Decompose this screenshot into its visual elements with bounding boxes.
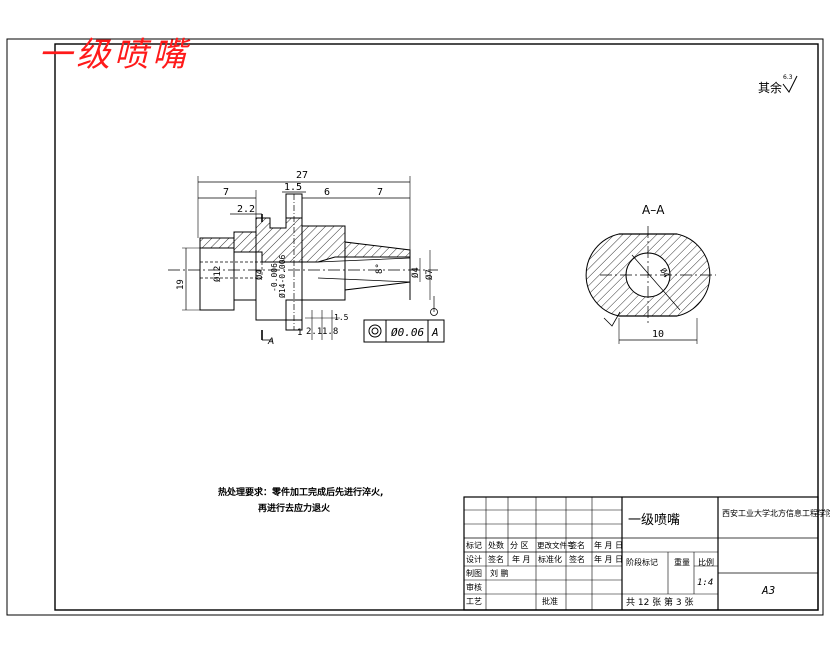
tb-r2-1: 签名 xyxy=(488,554,504,564)
tb-r4-0: 审核 xyxy=(466,582,482,592)
section-width: 10 xyxy=(652,329,664,340)
dim-step: 2.2 xyxy=(237,204,255,215)
main-view xyxy=(168,176,438,341)
tb-scale-value: 1:4 xyxy=(697,578,713,588)
tb-format: A3 xyxy=(761,584,775,597)
tb-h-3: 更改文件号 xyxy=(537,540,575,550)
taper-lines xyxy=(317,257,411,283)
section-view: A–A Ø4 10 xyxy=(585,203,716,344)
tb-h-0: 标记 xyxy=(466,540,482,550)
dim-dia-out1: Ø4 xyxy=(410,267,421,278)
tb-r5-0: 工艺 xyxy=(466,597,482,606)
dim-dia-center: Ø4 xyxy=(254,269,265,280)
roughness-label: 其余 xyxy=(758,80,782,95)
tech-req-line2: 再进行去应力退火 xyxy=(258,502,331,514)
dim-small1: 2.1 xyxy=(306,327,322,337)
datum-symbol xyxy=(430,308,438,316)
section-mark-label: A xyxy=(267,337,274,347)
tb-h-2: 分 区 xyxy=(510,541,529,550)
tb-sheets: 共 12 张 第 3 张 xyxy=(626,596,693,608)
tb-stage-label: 阶段标记 xyxy=(626,557,658,567)
tolerance-datum: A xyxy=(431,326,439,339)
tb-r2-5: 年 月 日 xyxy=(594,554,623,564)
section-roughness-icon xyxy=(603,311,621,327)
tb-r3-0: 制图 xyxy=(466,568,482,578)
tb-scale-label: 比例 xyxy=(698,557,714,567)
dim-left: 7 xyxy=(223,187,229,198)
tb-r3-1: 刘 鹏 xyxy=(490,568,509,578)
roughness-value: 6.3 xyxy=(783,74,793,81)
dim-flange: 1.5 xyxy=(284,182,302,193)
section-label: A–A xyxy=(642,203,665,217)
dim-small4: 1.5 xyxy=(334,313,349,322)
tb-h-5: 年 月 日 xyxy=(594,540,623,550)
dim-height-left: 19 xyxy=(176,279,186,290)
tb-h-1: 处数 xyxy=(488,540,504,550)
tb-r2-0: 设计 xyxy=(466,554,482,564)
outer-frame xyxy=(6,38,824,616)
roughness-note: 其余 6.3 xyxy=(758,74,798,95)
tb-weight-label: 重量 xyxy=(674,557,690,567)
tech-req-line1: 热处理要求：零件加工完成后先进行淬火, xyxy=(218,486,383,498)
body-outline xyxy=(199,238,411,321)
roughness-symbol xyxy=(782,75,798,93)
dim-dia-big: Ø12 xyxy=(212,266,223,282)
tb-school: 西安工业大学北方信息工程学院 xyxy=(722,508,830,518)
bore-hidden-lines xyxy=(200,261,263,279)
dim-small3: 1 xyxy=(297,328,302,338)
tb-r2-3: 标准化 xyxy=(538,554,562,564)
upper-hatched-section xyxy=(199,217,411,263)
dim-angle: 8° xyxy=(375,263,385,274)
dim-mid: 6 xyxy=(324,187,330,198)
dim-tolerance-dia2: -0.006 xyxy=(270,263,279,292)
dim-tolerance-dia: Ø14-0.006 xyxy=(277,254,287,298)
dim-small2: 1.8 xyxy=(322,327,338,337)
coaxiality-icon xyxy=(368,324,382,338)
tolerance-value: Ø0.06 xyxy=(391,326,424,339)
tb-r2-2: 年 月 xyxy=(512,554,531,564)
tolerance-frame: Ø0.06 A xyxy=(363,319,445,343)
dim-dia-out2: Ø7 xyxy=(424,269,435,280)
tb-h-4: 签名 xyxy=(569,540,585,550)
tb-r2-4: 签名 xyxy=(569,554,585,564)
section-dia: Ø4 xyxy=(658,266,672,280)
inner-frame xyxy=(54,43,819,611)
tb-r5-1: 批准 xyxy=(542,596,558,606)
dim-right: 7 xyxy=(377,187,383,198)
dim-overall: 27 xyxy=(296,170,308,181)
drawing-title-stamp: 一级喷嘴 xyxy=(38,35,190,75)
title-block xyxy=(463,496,819,611)
tb-part-name: 一级喷嘴 xyxy=(628,513,680,528)
